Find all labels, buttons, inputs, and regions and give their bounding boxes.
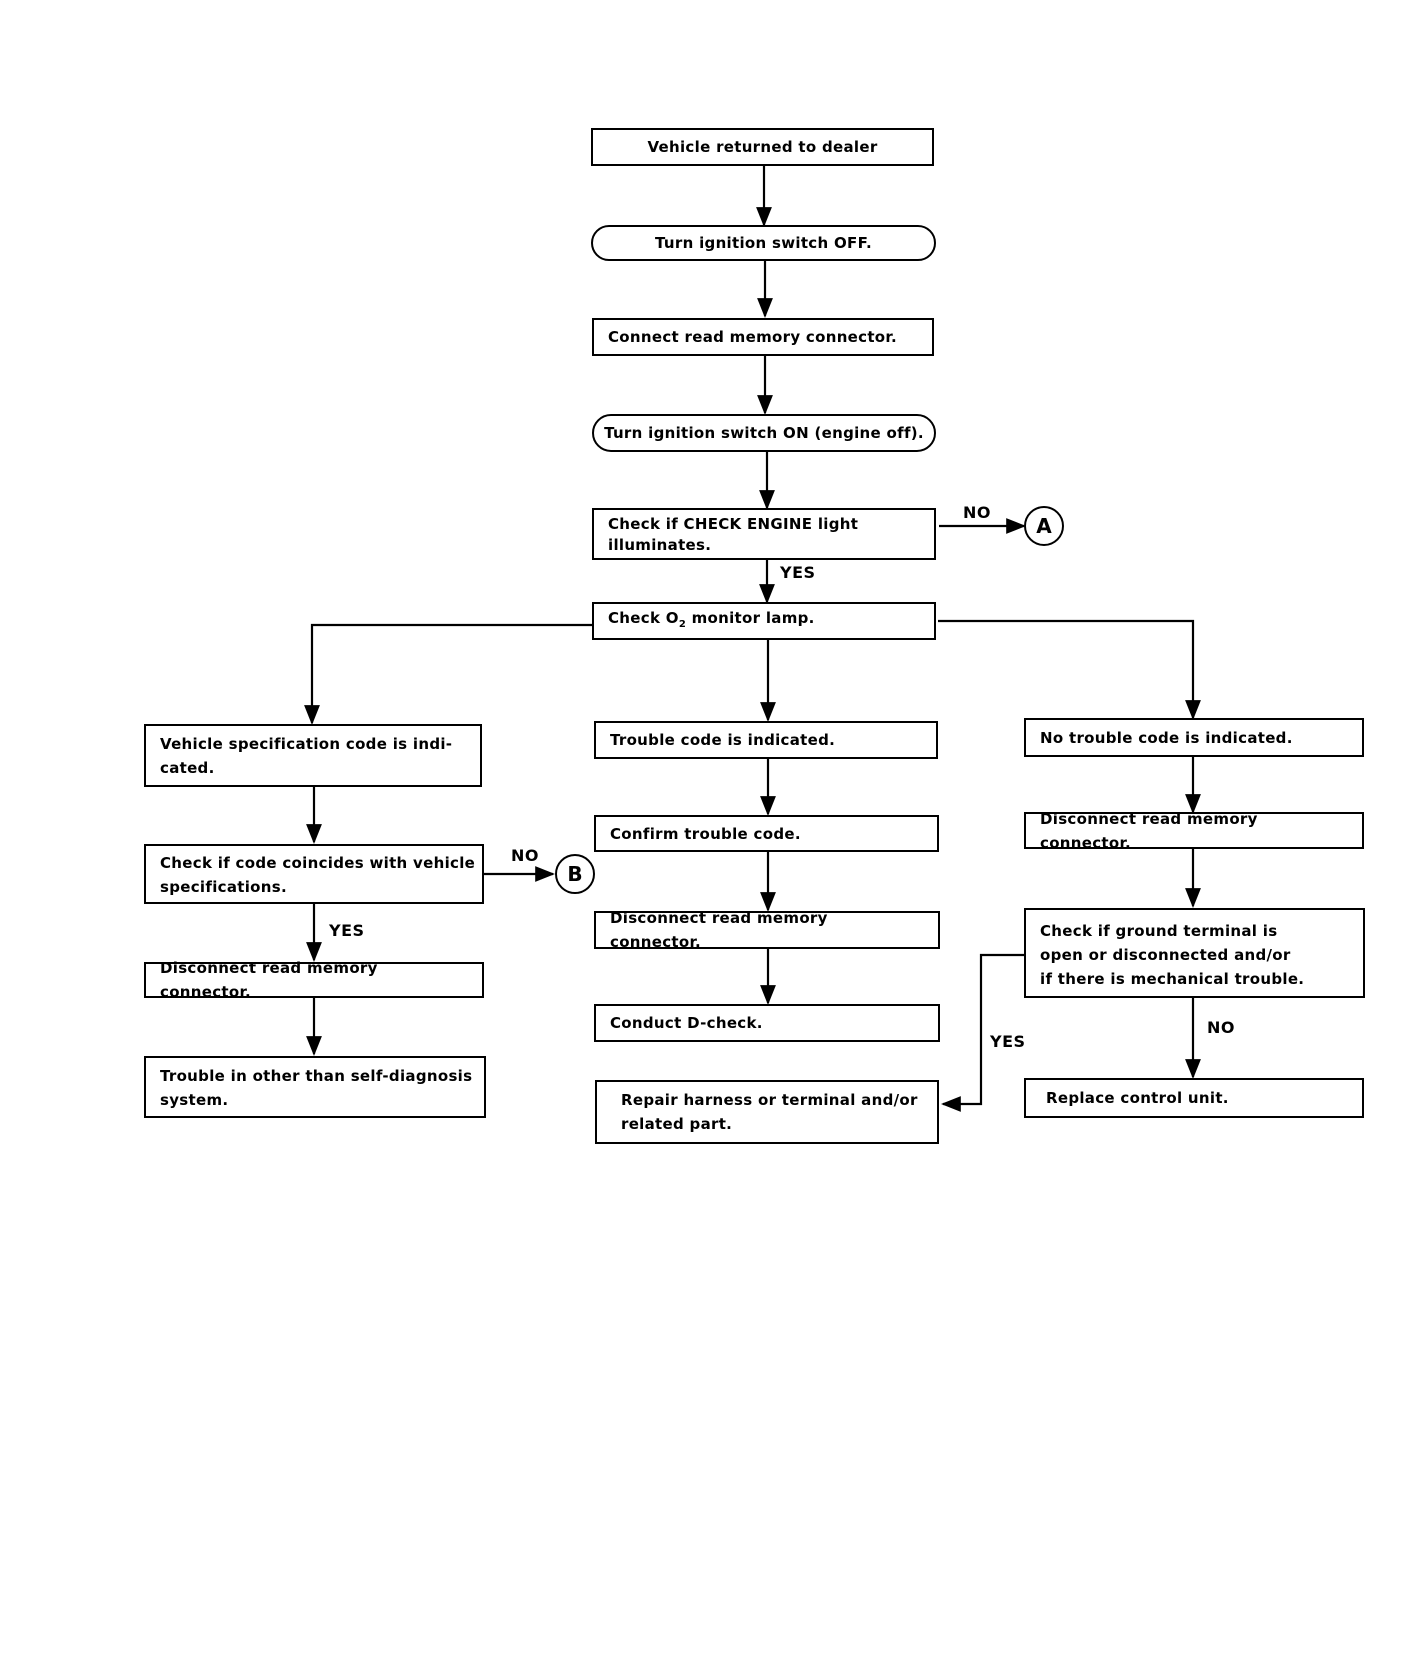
line-o2-to-right-branch — [938, 619, 1201, 720]
d-check-box: Conduct D-check. — [594, 1004, 940, 1042]
confirm-code-box: Confirm trouble code. — [594, 815, 939, 852]
check-o2-prefix: Check O — [608, 608, 679, 627]
check-coincide-line-2: specifications. — [160, 878, 287, 896]
spec-code-line-1: Vehicle specification code is indi- — [160, 735, 453, 753]
no-trouble-code-text: No trouble code is indicated. — [1040, 728, 1293, 747]
start-text: Vehicle returned to dealer — [647, 138, 878, 156]
trouble-other-line-1: Trouble in other than self-diagnosis — [160, 1067, 473, 1085]
ignition-on-text: Turn ignition switch ON (engine off). — [604, 424, 924, 442]
middle-disconnect-text: Disconnect read memory connector. — [610, 909, 828, 951]
trouble-code-box: Trouble code is indicated. — [594, 721, 938, 759]
right-disconnect-box: Disconnect read memory connector. — [1024, 810, 1364, 852]
confirm-code-text: Confirm trouble code. — [610, 824, 801, 843]
check-o2-text: Check O2 monitor lamp. — [608, 606, 815, 637]
check-coincide-box: Check if code coincides with vehicle spe… — [144, 844, 484, 904]
ignition-off-text: Turn ignition switch OFF. — [655, 234, 872, 252]
connect-connector-text: Connect read memory connector. — [608, 328, 897, 346]
repair-line-1: Repair harness or terminal and/or — [621, 1091, 918, 1109]
right-disconnect-text: Disconnect read memory connector. — [1040, 809, 1258, 852]
replace-unit-box: Replace control unit. — [1024, 1078, 1364, 1118]
left-disconnect-text: Disconnect read memory connector. — [160, 959, 378, 1001]
ignition-on-box: Turn ignition switch ON (engine off). — [592, 414, 936, 452]
no-trouble-code-box: No trouble code is indicated. — [1024, 718, 1364, 757]
trouble-other-box: Trouble in other than self-diagnosis sys… — [144, 1056, 486, 1118]
repair-line-2: related part. — [621, 1115, 733, 1133]
middle-disconnect-box: Disconnect read memory connector. — [594, 909, 940, 951]
line-check-ground-to-repair — [941, 953, 1024, 1112]
check-ground-line-3: if there is mechanical trouble. — [1040, 970, 1305, 988]
left-disconnect-box: Disconnect read memory connector. — [144, 959, 484, 1001]
replace-unit-text: Replace control unit. — [1046, 1089, 1229, 1107]
check-engine-light-line-2: illuminates. — [608, 536, 712, 554]
check-o2-box: Check O2 monitor lamp. — [592, 602, 936, 640]
trouble-other-line-2: system. — [160, 1091, 229, 1109]
check-ground-line-2: open or disconnected and/or — [1040, 946, 1291, 964]
label-yes-coincide: YES — [329, 921, 365, 940]
connector-b-label: B — [567, 862, 583, 886]
d-check-text: Conduct D-check. — [610, 1014, 763, 1032]
trouble-code-text: Trouble code is indicated. — [610, 731, 836, 749]
connect-connector-box: Connect read memory connector. — [592, 318, 934, 356]
label-no-coincide: NO — [511, 846, 539, 865]
repair-box: Repair harness or terminal and/or relate… — [595, 1080, 939, 1144]
label-no-check-engine: NO — [963, 503, 991, 522]
check-ground-box: Check if ground terminal is open or disc… — [1024, 908, 1365, 998]
connector-a: A — [1024, 506, 1064, 546]
check-coincide-line-1: Check if code coincides with vehicle — [160, 854, 476, 872]
start-box: Vehicle returned to dealer — [591, 128, 934, 166]
label-no-check-ground: NO — [1207, 1018, 1235, 1037]
check-engine-light-box: Check if CHECK ENGINE light illuminates. — [592, 508, 936, 560]
spec-code-line-2: cated. — [160, 759, 215, 777]
check-o2-subscript: 2 — [678, 618, 687, 630]
connector-b: B — [555, 854, 595, 894]
check-ground-line-1: Check if ground terminal is — [1040, 922, 1278, 940]
line-o2-to-left-branch — [304, 623, 596, 725]
label-yes-check-ground: YES — [990, 1032, 1026, 1051]
check-o2-suffix: monitor lamp. — [686, 608, 815, 627]
label-yes-check-engine: YES — [780, 563, 816, 582]
ignition-off-box: Turn ignition switch OFF. — [591, 225, 936, 261]
check-engine-light-line-1: Check if CHECK ENGINE light — [608, 515, 859, 533]
connector-a-label: A — [1036, 514, 1052, 538]
spec-code-box: Vehicle specification code is indi- cate… — [144, 724, 482, 787]
